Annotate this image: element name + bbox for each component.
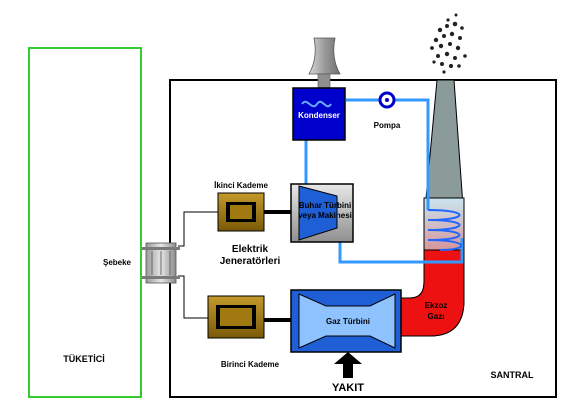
heat-exchanger-coil <box>427 209 462 251</box>
grid-transformer <box>142 242 180 284</box>
gas-turbine-shape <box>298 293 396 349</box>
steam-turbine-shape <box>298 185 338 241</box>
gas-turbine-label: Gaz Türbini <box>326 317 370 326</box>
second-stage-shaft <box>264 210 291 214</box>
exhaust-label-2: Gazı <box>428 312 445 321</box>
generators-label-2: Jeneratörleri <box>220 256 281 267</box>
consumer-box <box>28 47 142 398</box>
pump-hub <box>385 98 389 102</box>
generator-cables <box>178 211 218 319</box>
pump-label: Pompa <box>374 121 401 130</box>
condenser-label: Kondenser <box>298 111 340 120</box>
cooling-tower <box>308 37 341 75</box>
exhaust-label-1: Ekzoz <box>425 301 448 310</box>
condenser <box>292 87 346 141</box>
cooling-tower-base <box>317 73 331 89</box>
fuel-label: YAKIT <box>332 382 364 394</box>
generators-label-1: Elektrik <box>232 244 269 255</box>
condenser-coil <box>301 100 332 108</box>
plant-box <box>169 79 557 398</box>
smoke-particles <box>430 13 467 74</box>
first-stage-label: Birinci Kademe <box>221 360 280 369</box>
steam-turbine-label-1: Buhar Türbini <box>299 201 351 210</box>
first-stage-shaft <box>264 318 291 322</box>
second-stage-generator <box>217 192 265 232</box>
first-stage-generator <box>207 295 265 339</box>
second-stage-label: İkinci Kademe <box>214 181 268 190</box>
plant-label: SANTRAL <box>491 370 534 380</box>
fuel-arrow <box>334 352 362 378</box>
consumer-label: TÜKETİCİ <box>63 354 105 364</box>
grid-label: Şebeke <box>103 258 132 267</box>
steam-turbine-label-2: veya Makinesi <box>298 211 352 220</box>
